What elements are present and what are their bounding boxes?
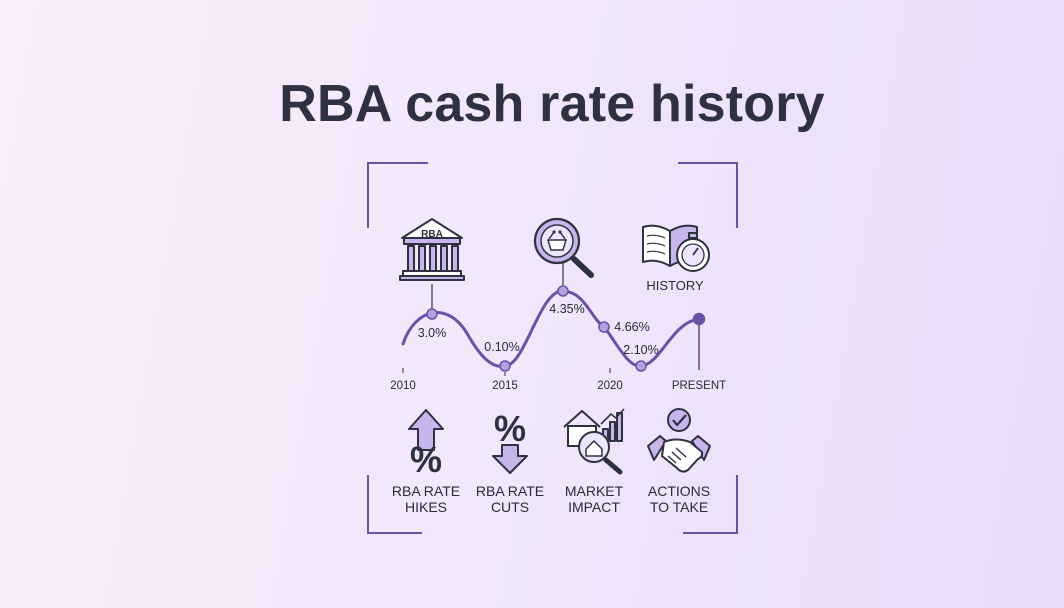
rate-points bbox=[426, 285, 706, 372]
frame-corner-bottom-right bbox=[683, 475, 738, 534]
magnifier-basket-icon bbox=[533, 217, 594, 278]
frame-corner-bottom-left bbox=[367, 475, 422, 534]
percent-up-arrow-icon: % bbox=[408, 409, 444, 480]
house-magnifier-chart-icon bbox=[563, 408, 625, 475]
bank-building-icon bbox=[399, 218, 465, 281]
rate-label-1: 3.0% bbox=[418, 326, 447, 340]
category-label-actions-1: ACTIONS bbox=[648, 483, 710, 499]
rate-point-present bbox=[692, 312, 706, 326]
category-label-hikes-1: RBA RATE bbox=[392, 483, 460, 499]
year-label-2010: 2010 bbox=[390, 380, 416, 392]
rate-point-2015 bbox=[499, 360, 511, 372]
category-label-market-1: MARKET bbox=[565, 483, 624, 499]
rate-point-low bbox=[635, 360, 647, 372]
percent-down-arrow-icon: % bbox=[492, 408, 528, 474]
history-label: HISTORY bbox=[646, 278, 704, 293]
connector-stems bbox=[431, 262, 700, 370]
rate-label-2: 0.10% bbox=[484, 340, 519, 354]
rate-point-2010 bbox=[426, 308, 438, 320]
frame-brackets bbox=[367, 162, 738, 534]
year-label-2020: 2020 bbox=[597, 380, 623, 392]
category-label-market-2: IMPACT bbox=[568, 499, 620, 515]
book-stopwatch-icon bbox=[642, 224, 710, 272]
svg-text:%: % bbox=[494, 408, 526, 449]
category-label-hikes-2: HIKES bbox=[405, 499, 447, 515]
year-label-2015: 2015 bbox=[492, 380, 518, 392]
category-label-cuts-1: RBA RATE bbox=[476, 483, 544, 499]
rate-label-3: 4.35% bbox=[549, 302, 584, 316]
year-label-present: PRESENT bbox=[672, 380, 726, 392]
svg-text:%: % bbox=[410, 439, 442, 480]
year-ticks bbox=[402, 368, 611, 376]
rate-point-peak bbox=[557, 285, 569, 297]
category-label-actions-2: TO TAKE bbox=[650, 499, 708, 515]
rate-label-4: 4.66% bbox=[614, 320, 649, 334]
handshake-check-icon bbox=[647, 408, 711, 473]
frame-corner-top-left bbox=[367, 162, 428, 228]
rate-point-2020 bbox=[598, 321, 610, 333]
page-title: RBA cash rate history bbox=[279, 75, 825, 133]
rate-label-5: 2.10% bbox=[623, 343, 658, 357]
bank-icon-label: RBA bbox=[421, 229, 443, 240]
frame-corner-top-right bbox=[678, 162, 738, 228]
category-label-cuts-2: CUTS bbox=[491, 499, 529, 515]
